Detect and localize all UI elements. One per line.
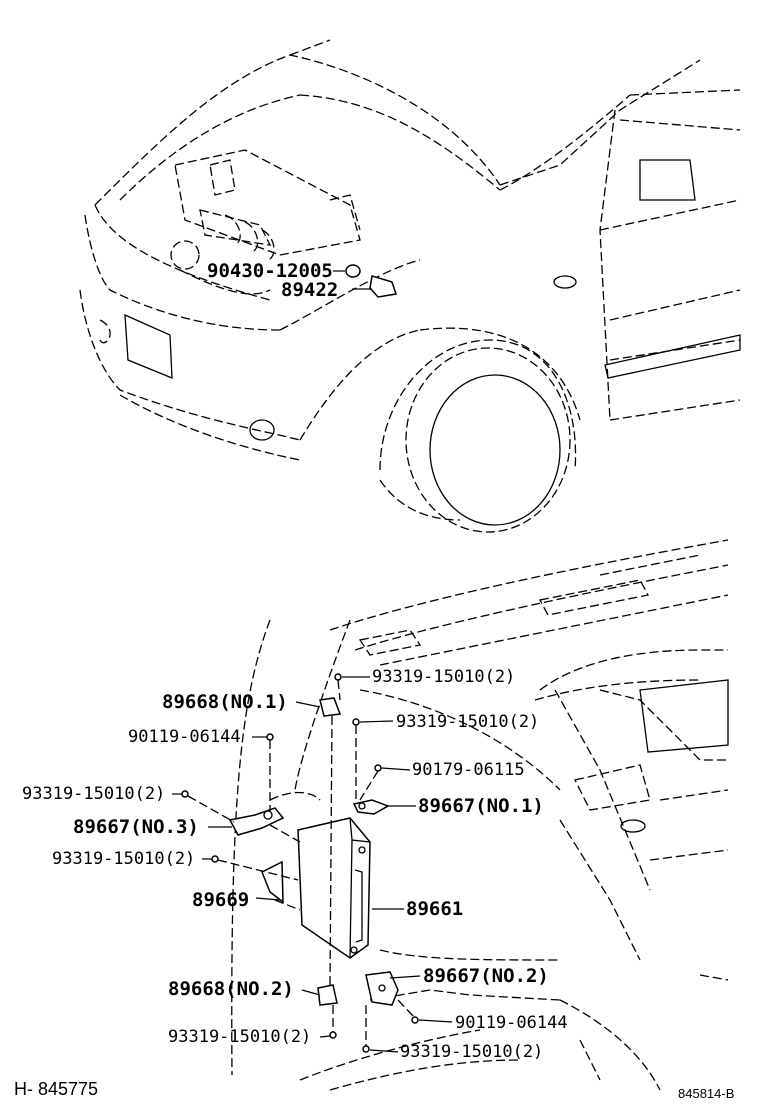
dashboard-illustration <box>181 539 729 1091</box>
callout-89669: 89669 <box>192 889 249 911</box>
callout-93319-15010-c: 93319-15010(2) <box>22 784 165 804</box>
callout-89661: 89661 <box>406 898 463 920</box>
callout-89667-no3: 89667(NO.3) <box>73 816 199 838</box>
callout-93319-15010-d: 93319-15010(2) <box>52 849 195 869</box>
callout-89667-no1: 89667(NO.1) <box>418 795 544 817</box>
car-front-illustration <box>79 39 741 533</box>
callout-90119-06144-a: 90119-06144 <box>128 727 241 747</box>
callout-93319-15010-e: 93319-15010(2) <box>168 1027 311 1047</box>
callout-89667-no2: 89667(NO.2) <box>423 965 549 987</box>
leader-lines <box>172 676 453 1053</box>
callout-89422: 89422 <box>281 279 338 301</box>
callout-90119-06144-b: 90119-06144 <box>455 1013 568 1033</box>
callout-93319-15010-b: 93319-15010(2) <box>396 712 539 732</box>
callout-90430-12005: 90430-12005 <box>207 260 333 282</box>
callout-89668-no2: 89668(NO.2) <box>168 978 294 1000</box>
callout-93319-15010-a: 93319-15010(2) <box>372 667 515 687</box>
footer-left-code: H- 845775 <box>14 1079 98 1099</box>
callout-89668-no1: 89668(NO.1) <box>162 691 288 713</box>
footer-right-code: 845814-B <box>678 1086 734 1101</box>
callout-93319-15010-f: 93319-15010(2) <box>400 1042 543 1062</box>
callout-90179-06115: 90179-06115 <box>412 760 525 780</box>
